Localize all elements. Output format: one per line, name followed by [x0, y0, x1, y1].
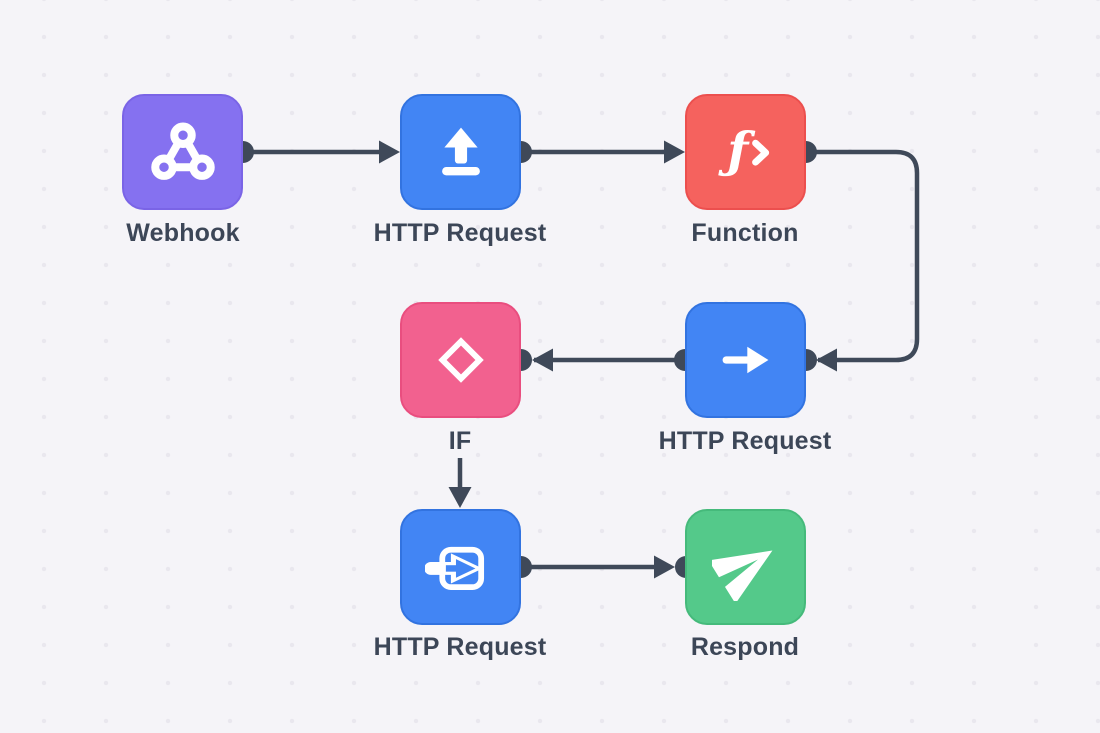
diamond-icon — [437, 337, 484, 383]
node-http-request-3[interactable] — [400, 509, 521, 625]
node-respond[interactable] — [685, 509, 806, 625]
connection-arrowhead — [816, 348, 837, 372]
node-http-request-2[interactable] — [685, 302, 806, 418]
upload-icon — [441, 127, 480, 176]
node-http-request-1[interactable] — [400, 94, 521, 210]
connection-arrowhead — [654, 555, 675, 579]
paper-plane-icon — [711, 550, 772, 601]
node-label-respond: Respond — [690, 633, 800, 661]
connection-arrowhead — [532, 348, 553, 372]
connection-arrowhead — [664, 140, 685, 164]
node-function[interactable]: ƒ — [685, 94, 806, 210]
function-icon: ƒ — [718, 121, 769, 179]
connection-arrowhead — [379, 140, 400, 164]
node-label-webhook: Webhook — [126, 219, 240, 247]
arrow-right-icon — [722, 346, 768, 374]
connector-function-to-http2 — [806, 149, 920, 363]
node-webhook[interactable] — [122, 94, 243, 210]
webhook-icon — [150, 122, 215, 180]
connection-arrowhead — [448, 487, 472, 508]
node-if[interactable] — [400, 302, 521, 418]
node-label-http-request-2: HTTP Request — [658, 427, 832, 455]
node-label-http-request-3: HTTP Request — [373, 633, 547, 661]
node-label-function: Function — [691, 219, 799, 247]
svg-text:ƒ: ƒ — [718, 121, 756, 179]
node-label-if: IF — [448, 427, 472, 455]
node-label-http-request-1: HTTP Request — [373, 219, 547, 247]
sign-in-icon — [424, 546, 484, 591]
